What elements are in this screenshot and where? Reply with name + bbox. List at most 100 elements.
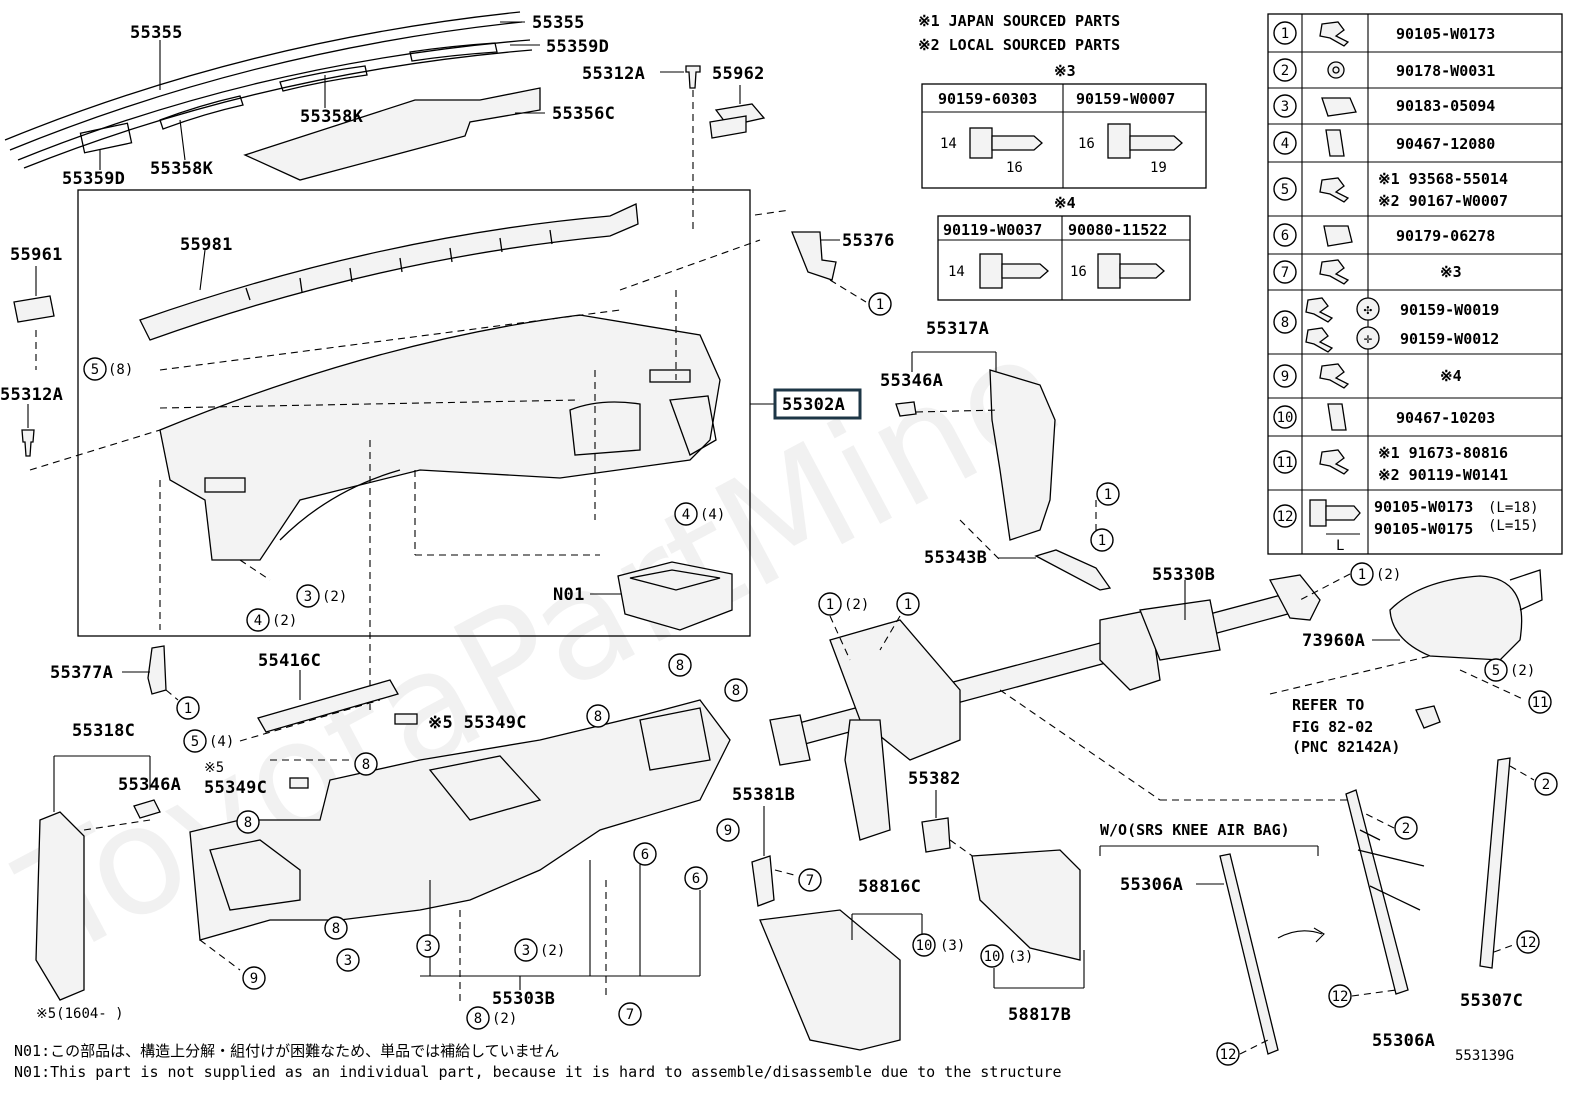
part-55962 [709, 85, 766, 139]
label-55307c: 55307C [1460, 991, 1523, 1011]
svg-text:7: 7 [626, 1007, 634, 1023]
svg-text:(2): (2) [492, 1011, 517, 1027]
part-55981-top-panel [139, 203, 639, 341]
part-55382 [921, 790, 979, 861]
svg-text:90467-12080: 90467-12080 [1396, 135, 1495, 153]
label-55330b: 55330B [1152, 565, 1215, 585]
label-55358k-a: 55358K [300, 107, 364, 127]
footnote-n01-english: N01:This part is not supplied as an indi… [14, 1063, 1062, 1081]
svg-text:7: 7 [806, 873, 814, 889]
note-local-sourced: ※2 LOCAL SOURCED PARTS [918, 36, 1120, 54]
svg-text:✣: ✣ [1364, 302, 1373, 318]
highlight-55302a[interactable] [773, 388, 862, 420]
part-55317a-side-panel [911, 351, 1056, 541]
svg-text:10: 10 [1277, 410, 1294, 426]
part-55330b-beam [769, 574, 1321, 841]
svg-text:REFER TO: REFER TO [1292, 696, 1364, 714]
label-55349c-b: 55349C [204, 778, 267, 798]
part-55349c-a [394, 713, 418, 725]
svg-text:1: 1 [184, 701, 192, 717]
fastener-3-col2: 90159-W0007 [1076, 90, 1175, 108]
svg-text:(2): (2) [322, 589, 347, 605]
part-n01-vent [590, 561, 733, 631]
svg-text:4: 4 [682, 507, 690, 523]
svg-text:3: 3 [522, 943, 530, 959]
part-55306a-a: 12 [1196, 853, 1325, 1066]
svg-text:(8): (8) [108, 362, 133, 378]
label-55981: 55981 [180, 235, 233, 255]
svg-text:4: 4 [254, 613, 262, 629]
fastener-table-4: ※4 90119-W0037 90080-11522 14 16 [937, 194, 1191, 301]
svg-text:90159-W0012: 90159-W0012 [1400, 330, 1499, 348]
label-55312a-top: 55312A [582, 64, 645, 84]
label-55306a-b: 55306A [1372, 1031, 1435, 1051]
key-row-9: 9 ※4 [1273, 363, 1462, 389]
svg-text:5: 5 [1281, 182, 1289, 198]
svg-text:8: 8 [594, 709, 602, 725]
svg-text:14: 14 [948, 264, 965, 280]
svg-text:※2 90167-W0007: ※2 90167-W0007 [1378, 192, 1508, 210]
key-row-6: 6 90179-06278 [1273, 223, 1495, 247]
svg-text:90105-W0173: 90105-W0173 [1396, 25, 1495, 43]
label-55377a: 55377A [50, 663, 113, 683]
svg-text:7: 7 [1281, 265, 1289, 281]
svg-text:1: 1 [904, 597, 912, 613]
label-wo-knee-airbag: W/O(SRS KNEE AIR BAG) [1100, 821, 1290, 839]
svg-text:16: 16 [1070, 264, 1087, 280]
svg-text:L: L [1336, 538, 1344, 554]
label-55359d-top: 55359D [546, 37, 609, 57]
part-55381b: 7 [751, 806, 822, 907]
fastener-4-col1: 90119-W0037 [943, 221, 1042, 239]
callout-4-2: 4 (2) [246, 608, 297, 632]
svg-text:3: 3 [344, 953, 352, 969]
svg-text:※3: ※3 [1440, 263, 1462, 281]
svg-text:11: 11 [1532, 695, 1549, 711]
svg-text:※3: ※3 [1054, 62, 1076, 80]
svg-text:1: 1 [1358, 567, 1366, 583]
svg-text:14: 14 [940, 136, 957, 152]
callouts-beam: 1 (2) 1 (2) 1 [818, 562, 1401, 801]
label-55382: 55382 [908, 769, 961, 789]
svg-text:5: 5 [191, 734, 199, 750]
footnote-n01-japanese: N01:この部品は、構造上分解・組付けが困難なため、単品では補給していません [14, 1042, 560, 1060]
svg-text:1: 1 [1281, 26, 1289, 42]
svg-text:90159-W0019: 90159-W0019 [1400, 301, 1499, 319]
svg-text:9: 9 [250, 971, 258, 987]
svg-text:5: 5 [1492, 663, 1500, 679]
figure-id: 553139G [1455, 1048, 1514, 1064]
note-5-date: ※5(1604- ) [36, 1006, 124, 1022]
svg-text:90183-05094: 90183-05094 [1396, 97, 1495, 115]
svg-text:8: 8 [732, 683, 740, 699]
svg-text:1: 1 [876, 297, 884, 313]
part-55343b: 1 1 [959, 482, 1120, 591]
key-row-8: 8 ✣ ✛ 90159-W0019 90159-W0012 [1273, 297, 1499, 353]
part-55961 [13, 266, 55, 370]
key-row-11: 11 ※1 91673-80816 ※2 90119-W0141 [1273, 444, 1508, 484]
clip-55312a-top [660, 65, 701, 230]
fastener-4-col2: 90080-11522 [1068, 221, 1167, 239]
key-row-2: 2 90178-W0031 [1273, 58, 1495, 82]
part-55376: 1 [791, 231, 892, 316]
svg-text:(L=18): (L=18) [1488, 500, 1539, 516]
svg-text:90105-W0173: 90105-W0173 [1374, 498, 1473, 516]
label-55349c-a: ※5 55349C [428, 713, 527, 733]
part-55416c: 5 (4) [183, 670, 399, 753]
label-58817b: 58817B [1008, 1005, 1071, 1025]
svg-text:(3): (3) [1008, 949, 1033, 965]
svg-text:2: 2 [1402, 821, 1410, 837]
svg-text:16: 16 [1006, 160, 1023, 176]
svg-text:16: 16 [1078, 136, 1095, 152]
svg-text:※2 90119-W0141: ※2 90119-W0141 [1378, 466, 1508, 484]
key-row-5: 5 ※1 93568-55014 ※2 90167-W0007 [1273, 170, 1508, 210]
part-55349c-b [289, 777, 309, 789]
key-row-3: 3 90183-05094 [1273, 94, 1495, 118]
label-55356c: 55356C [552, 104, 615, 124]
key-row-1: 1 90105-W0173 [1273, 21, 1495, 47]
svg-text:FIG 82-02: FIG 82-02 [1292, 718, 1373, 736]
label-55312a-left: 55312A [0, 385, 63, 405]
svg-text:90105-W0175: 90105-W0175 [1374, 520, 1473, 538]
svg-text:8: 8 [474, 1011, 482, 1027]
svg-text:(3): (3) [940, 938, 965, 954]
